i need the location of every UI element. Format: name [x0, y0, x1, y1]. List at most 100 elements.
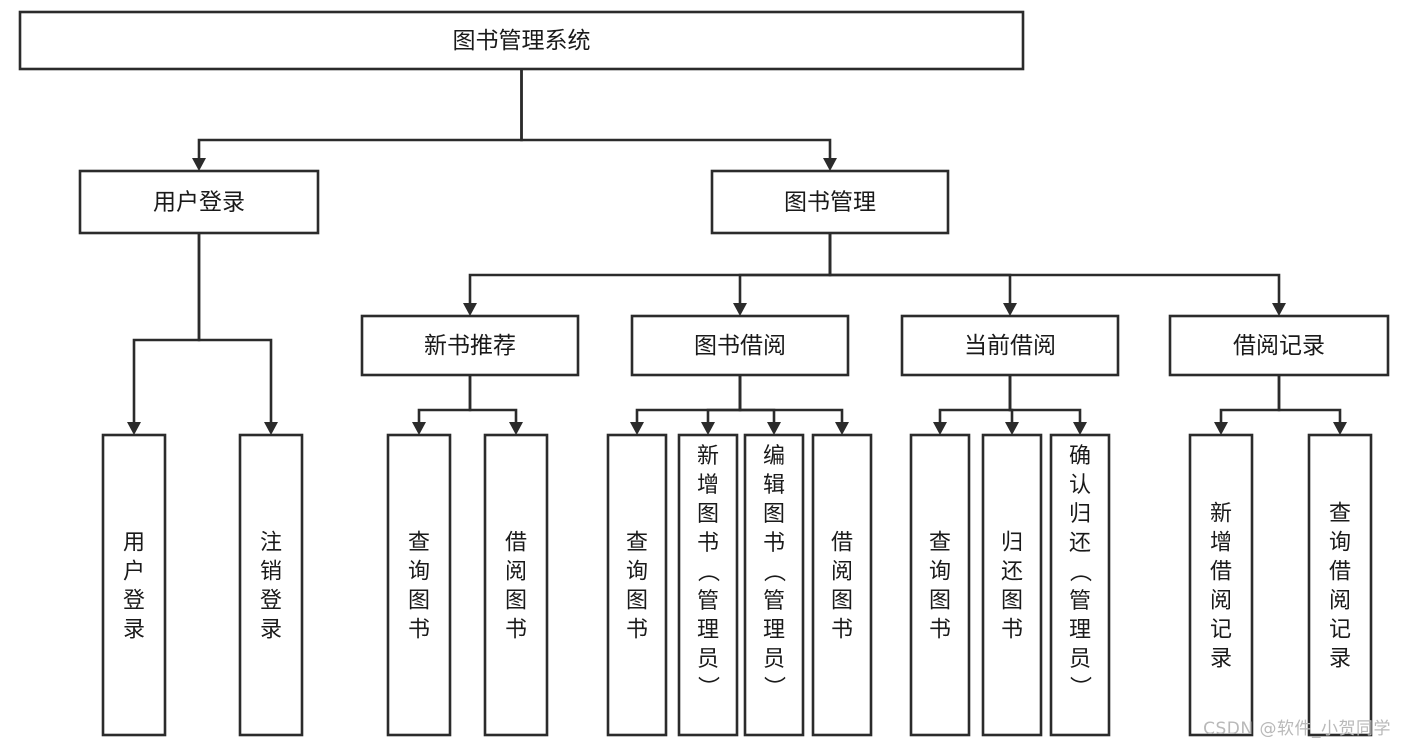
leaf-node-5-label: 新增图书（管理员）: [697, 444, 720, 701]
edge-当前借阅-leaf-2: [1008, 375, 1082, 426]
edge-用户登录-leaf-0-arrowhead: [127, 422, 141, 435]
edge-图书借阅-leaf-0: [635, 375, 742, 426]
level2-node-1[interactable]: 图书管理: [710, 169, 950, 235]
connector-group: [127, 69, 1347, 435]
leaf-node-2-label: 查询图书: [408, 531, 430, 643]
leaf-node-1-box: [238, 433, 304, 737]
edge-当前借阅-leaf-1-arrowhead: [1005, 422, 1019, 435]
edge-新书推荐-leaf-0-arrowhead: [412, 422, 426, 435]
edge-图书借阅-leaf-1-arrowhead: [701, 422, 715, 435]
leaf-node-3-box: [483, 433, 549, 737]
leaf-node-5-box: [677, 433, 739, 737]
edge-借阅记录-leaf-1-arrowhead: [1333, 422, 1347, 435]
leaf-node-3[interactable]: 借阅图书: [483, 433, 549, 737]
leaf-node-11[interactable]: 新增借阅记录: [1188, 433, 1254, 737]
leaf-node-5[interactable]: 新增图书（管理员）: [677, 433, 739, 737]
edge-借阅记录-leaf-0: [1219, 375, 1281, 426]
level2-node-0[interactable]: 用户登录: [78, 169, 320, 235]
leaf-node-12-box: [1307, 433, 1373, 737]
watermark-label: CSDN @软件_小贺同学: [1203, 719, 1391, 739]
edge-图书借阅-leaf-2: [738, 375, 776, 426]
leaf-node-12[interactable]: 查询借阅记录: [1307, 433, 1373, 737]
level3-node-2-box: [900, 314, 1120, 377]
root-node-book-management-system-box: [18, 10, 1025, 71]
level2-node-1-label: 图书管理: [784, 190, 876, 216]
edge-当前借阅-leaf-2-arrowhead: [1073, 422, 1087, 435]
leaf-node-2-box: [386, 433, 452, 737]
level3-node-3-label: 借阅记录: [1233, 333, 1325, 359]
edge-l2-to-l3-1: [738, 233, 832, 307]
edge-l2-to-l3-3-arrowhead: [1272, 303, 1286, 316]
leaf-node-4-box: [606, 433, 668, 737]
level3-node-2[interactable]: 当前借阅: [900, 314, 1120, 377]
edge-新书推荐-leaf-1: [468, 375, 518, 426]
leaf-node-11-box: [1188, 433, 1254, 737]
leaf-node-8-box: [909, 433, 971, 737]
edge-图书借阅-leaf-3-arrowhead: [835, 422, 849, 435]
edge-l2-to-l3-2: [828, 233, 1012, 307]
leaf-node-1[interactable]: 注销登录: [238, 433, 304, 737]
edge-root-to-l2-1: [520, 69, 832, 162]
edge-图书借阅-leaf-1: [706, 375, 742, 426]
leaf-node-8[interactable]: 查询图书: [909, 433, 971, 737]
edge-root-to-l2-0: [197, 69, 523, 162]
leaf-node-7-label: 借阅图书: [831, 531, 853, 643]
leaf-node-10[interactable]: 确认归还（管理员）: [1049, 433, 1111, 737]
leaf-node-10-label: 确认归还（管理员）: [1069, 444, 1092, 701]
edge-图书借阅-leaf-3: [738, 375, 844, 426]
level3-node-0[interactable]: 新书推荐: [360, 314, 580, 377]
level3-node-0-box: [360, 314, 580, 377]
level3-node-1[interactable]: 图书借阅: [630, 314, 850, 377]
edge-用户登录-leaf-0: [132, 233, 201, 426]
leaf-node-12-label: 查询借阅记录: [1329, 502, 1351, 672]
level3-node-3-box: [1168, 314, 1390, 377]
leaf-node-7[interactable]: 借阅图书: [811, 433, 873, 737]
edge-l2-to-l3-3: [828, 233, 1281, 307]
edge-新书推荐-leaf-0: [417, 375, 472, 426]
level2-node-0-label: 用户登录: [153, 190, 245, 216]
level3-node-1-label: 图书借阅: [694, 333, 786, 359]
level3-node-2-label: 当前借阅: [964, 333, 1056, 359]
level3-node-1-box: [630, 314, 850, 377]
leaf-node-9-box: [981, 433, 1043, 737]
leaf-node-9[interactable]: 归还图书: [981, 433, 1043, 737]
level2-node-0-box: [78, 169, 320, 235]
edge-l2-to-l3-0-arrowhead: [463, 303, 477, 316]
leaf-node-0-label: 用户登录: [123, 531, 145, 643]
edge-借阅记录-leaf-1: [1277, 375, 1342, 426]
leaf-node-2[interactable]: 查询图书: [386, 433, 452, 737]
edge-图书借阅-leaf-2-arrowhead: [767, 422, 781, 435]
edge-root-to-l2-1-arrowhead: [823, 158, 837, 171]
level3-node-0-label: 新书推荐: [424, 333, 516, 359]
edge-root-to-l2-0-arrowhead: [192, 158, 206, 171]
leaf-node-9-label: 归还图书: [1001, 531, 1023, 643]
edge-用户登录-leaf-1-arrowhead: [264, 422, 278, 435]
edge-l2-to-l3-1-arrowhead: [733, 303, 747, 316]
level2-node-1-box: [710, 169, 950, 235]
edge-当前借阅-leaf-0: [938, 375, 1012, 426]
leaf-node-6-box: [743, 433, 805, 737]
edge-新书推荐-leaf-1-arrowhead: [509, 422, 523, 435]
root-node-book-management-system[interactable]: 图书管理系统: [18, 10, 1025, 71]
leaf-node-6[interactable]: 编辑图书（管理员）: [743, 433, 805, 737]
edge-用户登录-leaf-1: [197, 233, 273, 426]
leaf-node-6-label: 编辑图书（管理员）: [763, 444, 786, 701]
leaf-node-0-box: [101, 433, 167, 737]
node-group: 图书管理系统用户登录图书管理新书推荐图书借阅当前借阅借阅记录用户登录注销登录查询…: [18, 10, 1390, 737]
edge-当前借阅-leaf-0-arrowhead: [933, 422, 947, 435]
leaf-node-4[interactable]: 查询图书: [606, 433, 668, 737]
leaf-node-7-box: [811, 433, 873, 737]
edge-l2-to-l3-0: [468, 233, 832, 307]
leaf-node-4-label: 查询图书: [626, 531, 648, 643]
leaf-node-8-label: 查询图书: [929, 531, 951, 643]
level3-node-3[interactable]: 借阅记录: [1168, 314, 1390, 377]
leaf-node-11-label: 新增借阅记录: [1210, 502, 1232, 672]
root-node-book-management-system-label: 图书管理系统: [453, 28, 591, 54]
edge-借阅记录-leaf-0-arrowhead: [1214, 422, 1228, 435]
leaf-node-10-box: [1049, 433, 1111, 737]
leaf-node-1-label: 注销登录: [260, 531, 282, 643]
edge-图书借阅-leaf-0-arrowhead: [630, 422, 644, 435]
leaf-node-0[interactable]: 用户登录: [101, 433, 167, 737]
